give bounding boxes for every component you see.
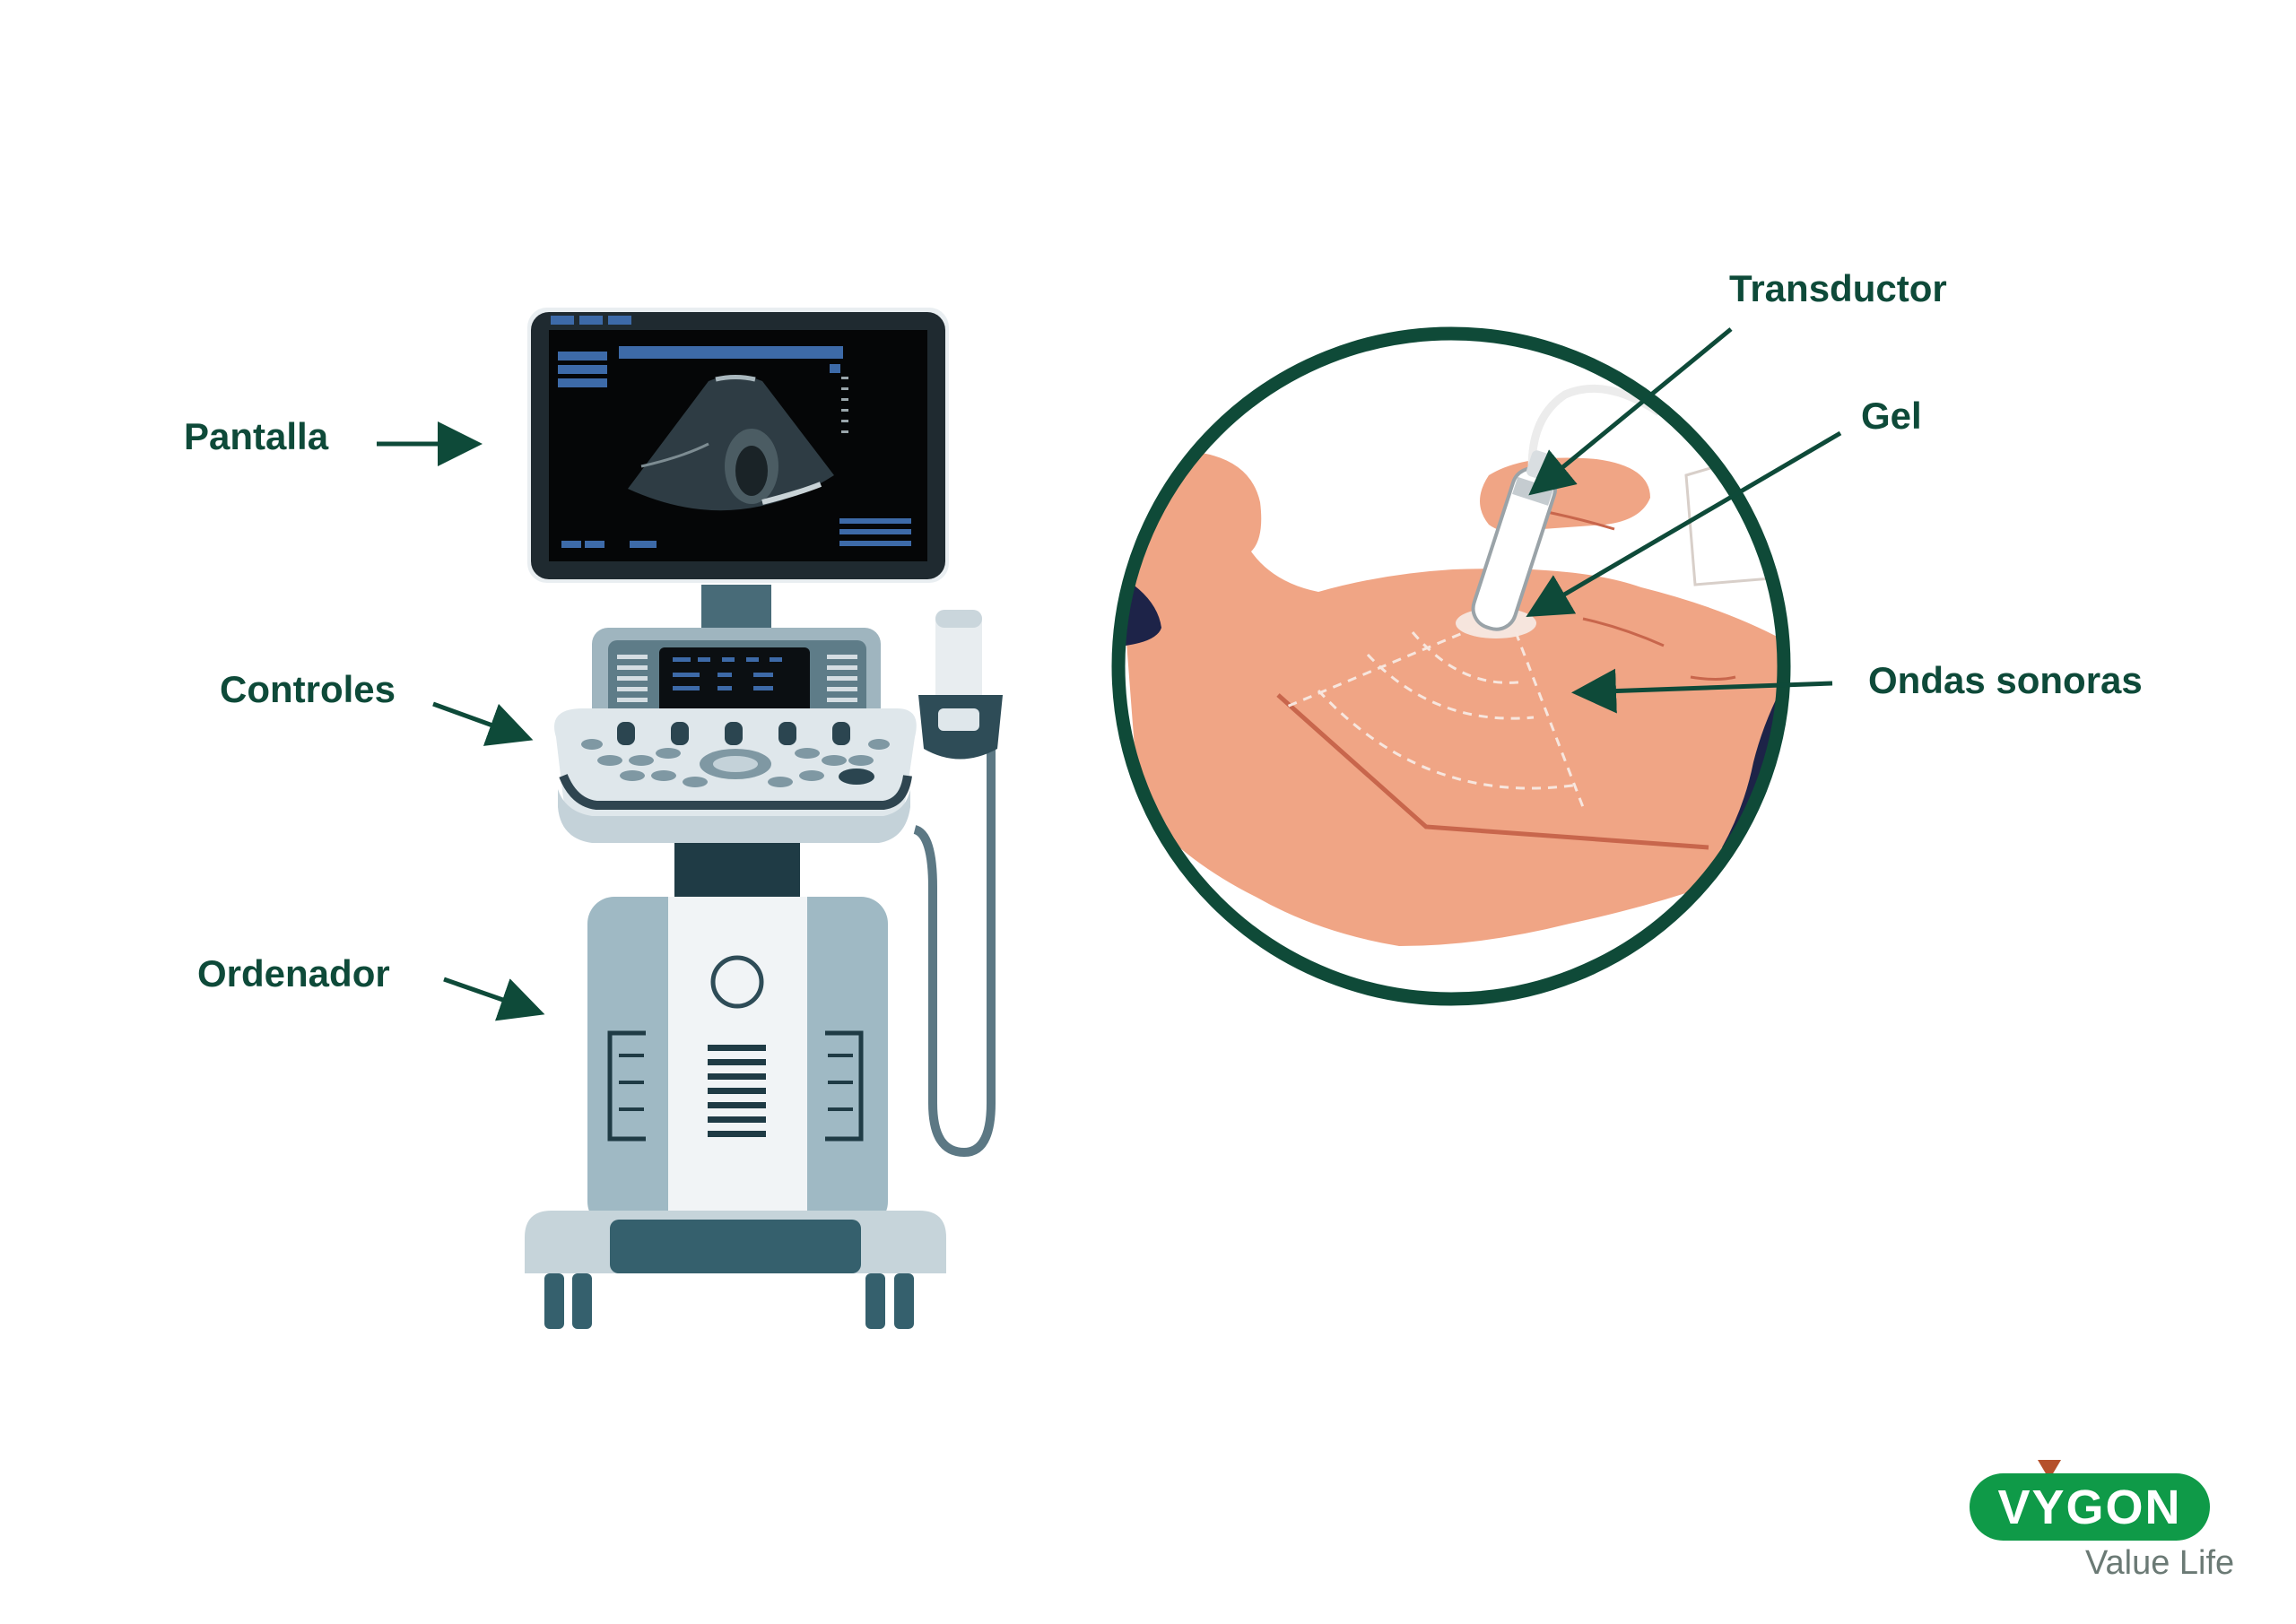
vygon-logo-icon <box>2038 1460 2061 1480</box>
ultrasound-machine-icon <box>525 308 1003 1329</box>
vygon-logo-pill <box>1970 1473 2210 1541</box>
label-pantalla: Pantalla <box>184 415 329 457</box>
gel-arrow <box>1526 430 1842 618</box>
computer-unit <box>587 897 888 1229</box>
label-gel: Gel <box>1861 395 1922 437</box>
label-ordenador: Ordenador <box>197 952 390 994</box>
label-controles: Controles <box>220 668 396 710</box>
vygon-logo-text: VYGON <box>1997 1481 2182 1534</box>
cart-base <box>525 1211 946 1329</box>
ondas-arrow <box>1571 668 1833 714</box>
control-panel <box>554 628 917 843</box>
label-ondas-sonoras: Ondas sonoras <box>1868 659 2143 701</box>
label-transductor: Transductor <box>1729 267 1947 309</box>
column <box>674 843 800 897</box>
controles-arrow <box>432 701 534 746</box>
ordenador-arrow <box>443 977 545 1021</box>
vygon-tagline: Value Life <box>2085 1544 2235 1582</box>
transductor-arrow <box>1528 327 1733 496</box>
transducer-probe-icon <box>913 610 1003 1158</box>
monitor <box>527 308 949 583</box>
skin-inset <box>1111 326 1791 1006</box>
